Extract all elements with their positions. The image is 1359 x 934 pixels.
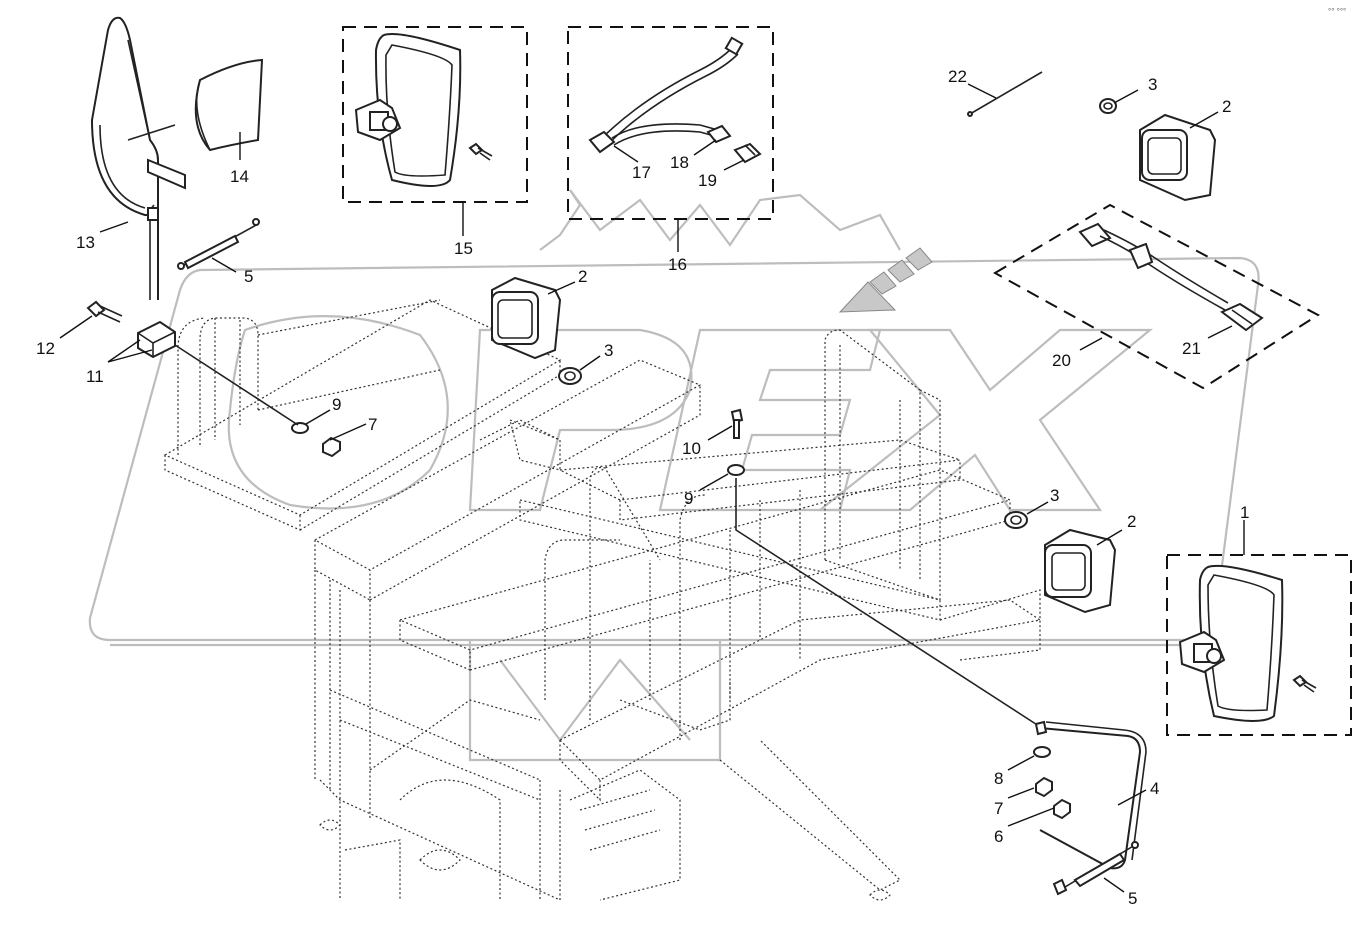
callout-2-center: 2 — [578, 267, 587, 286]
callout-8: 8 — [994, 769, 1003, 788]
gas-strut-right-5 — [1052, 841, 1139, 896]
corner-mark: °° °°° — [1328, 7, 1346, 16]
callout-7-right: 7 — [994, 799, 1003, 818]
washer-9-center — [727, 464, 745, 476]
box-1 — [1166, 554, 1352, 736]
mirror-arm-right-4 — [1034, 720, 1147, 870]
callout-10: 10 — [682, 439, 701, 458]
callout-7-left: 7 — [368, 415, 377, 434]
callout-20: 20 — [1052, 351, 1071, 370]
direction-arrow — [838, 247, 933, 313]
callout-2-top-right: 2 — [1222, 97, 1231, 116]
callout-18: 18 — [670, 153, 689, 172]
callout-2-lower: 2 — [1127, 512, 1136, 531]
callout-4: 4 — [1150, 779, 1159, 798]
bolt-10 — [730, 408, 744, 439]
clamp-11 — [137, 320, 176, 359]
callout-15: 15 — [454, 239, 473, 258]
nut-6 — [1053, 798, 1071, 820]
callout-12: 12 — [36, 339, 55, 358]
washer-8 — [1033, 746, 1051, 758]
callout-labels: 1 2 2 2 3 3 3 4 5 5 6 7 7 8 9 9 10 11 12… — [36, 67, 1249, 908]
callout-3-top: 3 — [1148, 75, 1157, 94]
callout-17: 17 — [632, 163, 651, 182]
mirror-arm-left — [90, 16, 186, 300]
lamp-2-center — [491, 276, 562, 360]
mount-line-center — [735, 478, 1043, 729]
callout-5-right: 5 — [1128, 889, 1137, 908]
callout-3-center: 3 — [604, 341, 613, 360]
cable-tie-22 — [967, 71, 1043, 117]
gas-strut-left-5 — [177, 218, 260, 270]
callout-22: 22 — [948, 67, 967, 86]
mirror-glass-14 — [194, 58, 264, 152]
callout-3-lower: 3 — [1050, 486, 1059, 505]
lamp-2-top-right — [1139, 113, 1217, 202]
leader-lines — [59, 83, 1245, 893]
grommet-3-top — [1099, 98, 1117, 114]
callout-11: 11 — [86, 367, 104, 386]
callout-9-left: 9 — [332, 395, 341, 414]
watermark-logo — [88, 189, 1260, 762]
grommet-3-center — [558, 367, 582, 385]
box-20 — [992, 203, 1320, 390]
callout-6: 6 — [994, 827, 1003, 846]
box-16 — [567, 26, 774, 220]
bolt-12 — [86, 300, 123, 323]
callout-5-left: 5 — [244, 267, 253, 286]
lamp-2-lower-right — [1044, 528, 1117, 614]
callout-21: 21 — [1182, 339, 1201, 358]
grommet-3-lower — [1004, 511, 1028, 529]
callout-1: 1 — [1240, 503, 1249, 522]
nut-7-right — [1035, 776, 1053, 798]
box-15 — [342, 26, 528, 203]
callout-16: 16 — [668, 255, 687, 274]
machine-frame — [163, 299, 1042, 901]
callout-13: 13 — [76, 233, 95, 252]
callout-19: 19 — [698, 171, 717, 190]
washer-9-left — [291, 422, 309, 434]
callout-14: 14 — [230, 167, 249, 186]
mount-line-left — [174, 344, 299, 426]
nut-7-left — [322, 436, 341, 458]
callout-9-center: 9 — [684, 489, 693, 508]
